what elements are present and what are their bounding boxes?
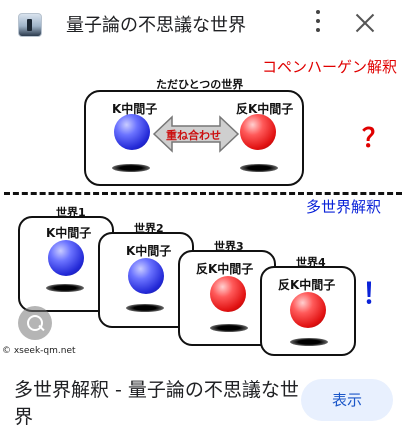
ball-shadow	[210, 324, 248, 332]
ball-shadow	[46, 284, 84, 292]
anti-k-meson-ball	[290, 292, 326, 328]
double-arrow-icon	[152, 115, 240, 153]
particle-label-k: K中間子	[112, 102, 158, 116]
ball-shadow	[126, 304, 164, 312]
anti-k-meson-ball	[210, 276, 246, 312]
many-worlds-label: 多世界解釈	[306, 198, 382, 216]
single-world-label: ただひとつの世界	[156, 78, 244, 91]
more-vert-icon[interactable]	[310, 10, 326, 36]
ball-shadow	[240, 164, 278, 172]
k-meson-ball	[114, 114, 150, 150]
world-label: 世界3	[214, 240, 244, 253]
header-bar: 量子論の不思議な世界	[0, 0, 405, 48]
view-button[interactable]: 表示	[301, 379, 393, 421]
world-label: 世界4	[296, 256, 326, 269]
copenhagen-label: コペンハーゲン解釈	[262, 58, 398, 76]
close-icon[interactable]	[354, 12, 376, 34]
section-divider	[4, 192, 402, 195]
exclamation-mark: ！	[362, 277, 391, 310]
anti-k-meson-ball	[240, 114, 276, 150]
question-mark: ？	[362, 124, 389, 154]
site-favicon-icon	[18, 13, 42, 37]
ball-shadow	[290, 338, 328, 346]
particle-label: 反K中間子	[196, 262, 254, 276]
k-meson-ball	[128, 258, 164, 294]
world-label: 世界2	[134, 222, 164, 235]
particle-label: K中間子	[126, 244, 172, 258]
page-title: 量子論の不思議な世界	[66, 15, 246, 36]
particle-label: 反K中間子	[278, 278, 336, 292]
k-meson-ball	[48, 240, 84, 276]
particle-label-anti-k: 反K中間子	[236, 102, 294, 116]
ball-shadow	[112, 164, 150, 172]
result-title[interactable]: 多世界解釈 - 量子論の不思議な世界	[14, 379, 299, 428]
superposition-label: 重ね合わせ	[166, 129, 221, 142]
particle-label: K中間子	[46, 226, 92, 240]
lens-search-icon[interactable]	[18, 306, 52, 340]
world-label: 世界1	[56, 206, 86, 219]
image-credit: © xseek-qm.net	[2, 346, 76, 356]
diagram-image[interactable]: コペンハーゲン解釈 ただひとつの世界 K中間子 反K中間子 重ね合わせ ？ 多世…	[0, 48, 405, 360]
